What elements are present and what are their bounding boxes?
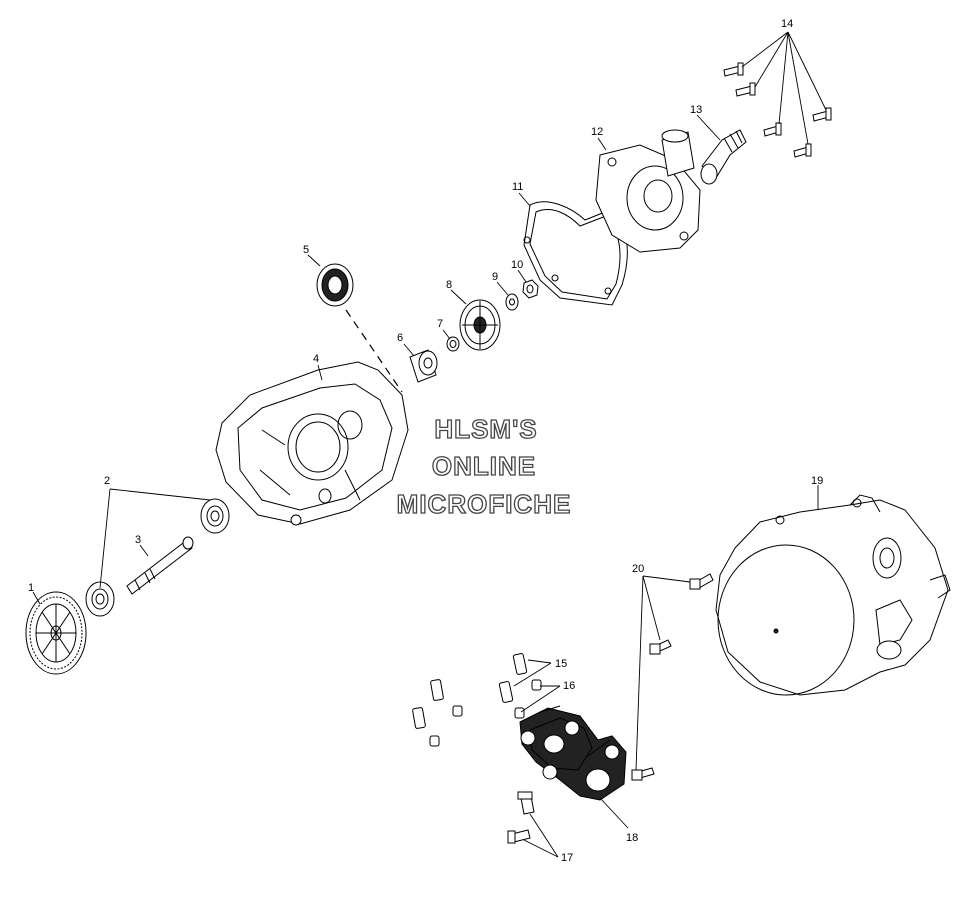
cover-mount-bolts-part <box>631 573 714 781</box>
callout-14: 14 <box>781 18 793 30</box>
dowel-pins-part <box>412 653 542 747</box>
oil-pump-bolts-part <box>507 791 535 844</box>
callout-6: 6 <box>397 332 403 344</box>
watermark-line-3: MICROFICHE <box>397 489 572 519</box>
callout-16: 16 <box>563 680 575 692</box>
bearing-upper-part <box>200 498 230 534</box>
leader-lines <box>32 31 827 858</box>
callout-labels: 1 2 3 4 5 6 7 8 9 10 11 12 13 14 15 16 1… <box>28 18 823 864</box>
callout-4: 4 <box>313 353 319 365</box>
assembly-dashed-line <box>345 309 403 393</box>
callout-11: 11 <box>512 181 523 193</box>
drive-gear-part <box>25 591 87 675</box>
callout-18: 18 <box>626 832 638 844</box>
crankcase-cover-part <box>715 494 951 696</box>
callout-8: 8 <box>446 279 452 291</box>
watermark-line-2: ONLINE <box>432 451 536 481</box>
callout-5: 5 <box>303 244 309 256</box>
pump-shaft-part <box>126 536 194 595</box>
pump-housing-part <box>215 361 409 526</box>
watermark: HLSM'S ONLINE MICROFICHE <box>396 413 572 519</box>
oil-seal-part <box>316 263 354 307</box>
callout-20: 20 <box>632 563 644 575</box>
cover-bolts-part <box>723 62 832 158</box>
callout-10: 10 <box>511 259 523 271</box>
nut-part <box>522 279 539 299</box>
oil-pump-part <box>519 705 627 801</box>
callout-19: 19 <box>811 475 823 487</box>
washer-part <box>446 336 460 352</box>
callout-9: 9 <box>492 271 498 283</box>
callout-7: 7 <box>437 318 443 330</box>
callout-17: 17 <box>561 852 573 864</box>
callout-12: 12 <box>591 126 603 138</box>
callout-3: 3 <box>135 534 141 546</box>
bushing-part <box>409 349 438 383</box>
watermark-line-1: HLSM'S <box>434 414 537 444</box>
callout-2: 2 <box>104 475 110 487</box>
callout-15: 15 <box>555 658 567 670</box>
hose-elbow-part <box>700 129 747 185</box>
callout-13: 13 <box>690 104 702 116</box>
pump-cover-part <box>595 129 701 253</box>
bearing-lower-part <box>85 581 115 617</box>
impeller-part <box>459 299 501 351</box>
callout-1: 1 <box>28 582 34 594</box>
washer-small-part <box>505 293 519 311</box>
